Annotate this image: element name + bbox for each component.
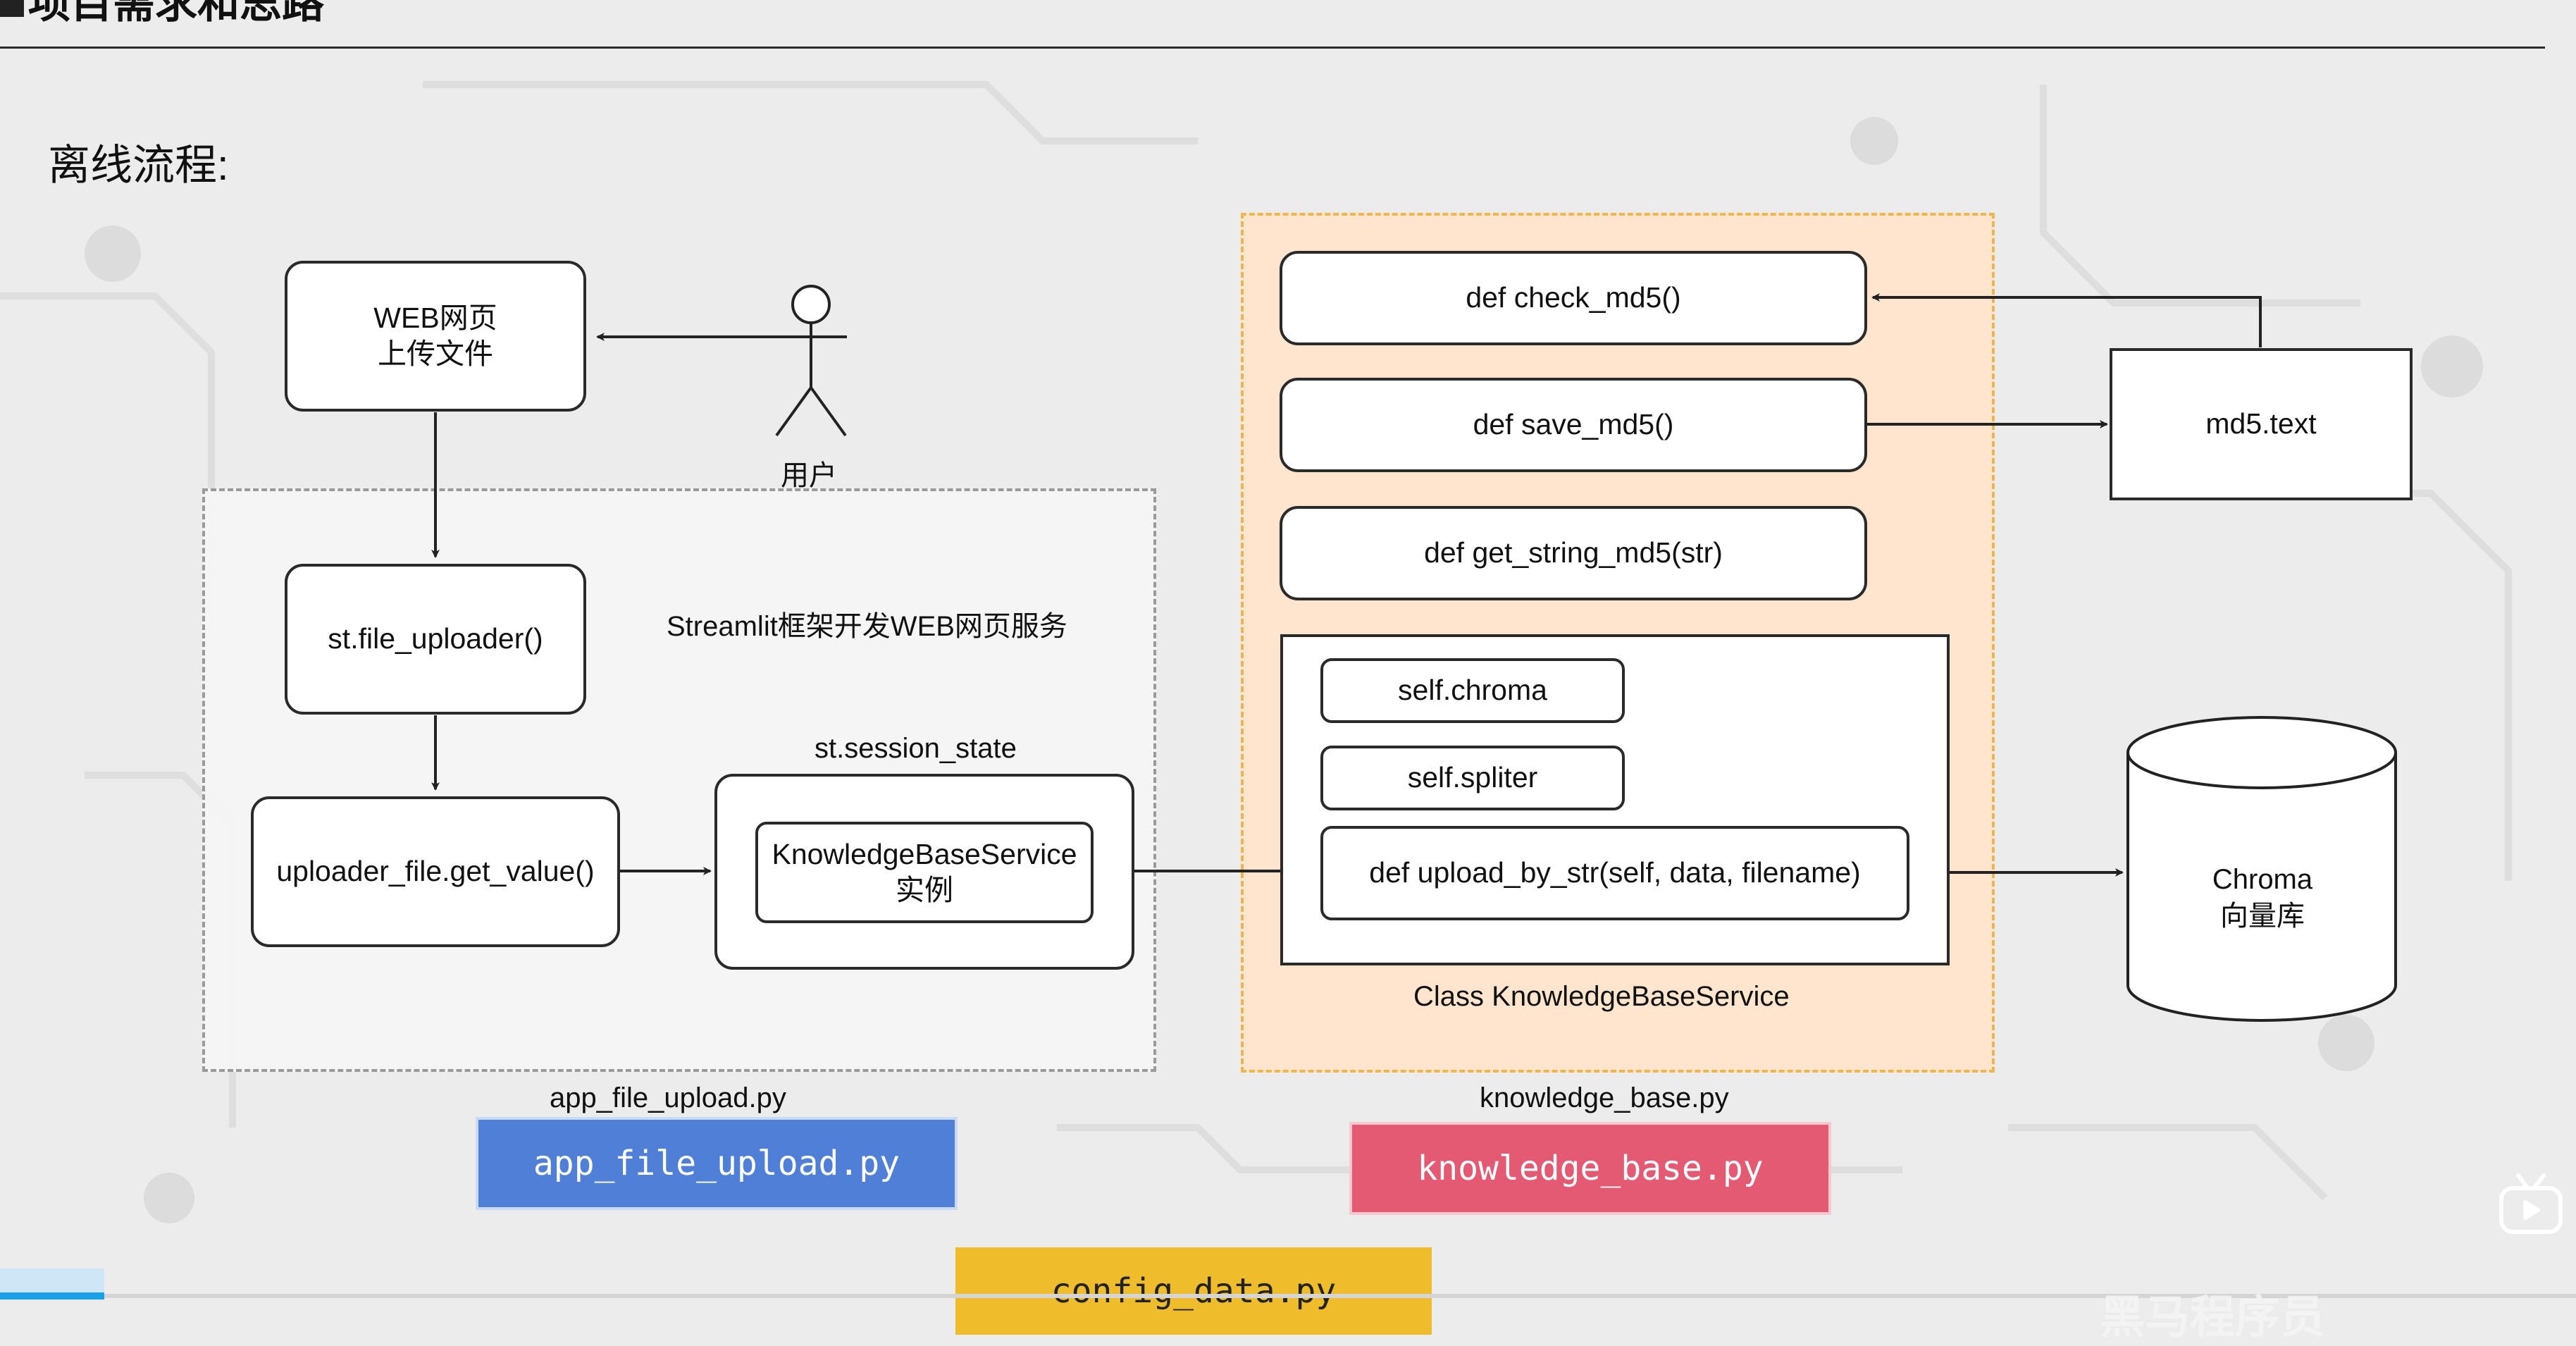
user-stick-figure-icon [775, 285, 847, 437]
streamlit-note: Streamlit框架开发WEB网页服务 [667, 611, 1067, 642]
get-value-box: uploader_file.get_value() [251, 796, 620, 947]
section-subtitle: 离线流程: [48, 142, 229, 189]
tv-icon[interactable] [2494, 1170, 2568, 1243]
title-bar-icon [0, 0, 24, 18]
save-md5-box: def save_md5() [1280, 378, 1867, 472]
arrow-md5-to-check [1871, 293, 2262, 347]
web-page-line1: WEB网页 [373, 301, 497, 334]
web-page-line2: 上传文件 [378, 338, 493, 370]
kbs-instance-line2: 实例 [896, 874, 953, 906]
config-data-tag[interactable]: config_data.py [955, 1247, 1432, 1335]
md5-text-box: md5.text [2110, 348, 2413, 500]
slide-title-text: 项目需求和思路 [28, 0, 324, 27]
self-spliter-box: self.spliter [1320, 746, 1625, 810]
get-string-md5-box: def get_string_md5(str) [1280, 506, 1867, 600]
chroma-line1: Chroma [2212, 864, 2313, 895]
app-file-label: app_file_upload.py [550, 1082, 786, 1113]
slide-title: 项目需求和思路 [0, 0, 324, 30]
app-file-upload-tag[interactable]: app_file_upload.py [478, 1120, 955, 1207]
file-uploader-box: st.file_uploader() [285, 564, 586, 715]
knowledge-file-label: knowledge_base.py [1480, 1082, 1729, 1113]
kbs-instance-line1: KnowledgeBaseService [772, 837, 1077, 870]
progress-track[interactable] [0, 1294, 2576, 1298]
class-label: Class KnowledgeBaseService [1413, 981, 1790, 1012]
upload-by-str-box: def upload_by_str(self, data, filename) [1320, 826, 1909, 920]
user-label: 用户 [781, 460, 837, 491]
progress-fill[interactable] [0, 1292, 104, 1299]
knowledge-base-tag[interactable]: knowledge_base.py [1352, 1125, 1828, 1212]
chroma-line2: 向量库 [2220, 901, 2305, 932]
progress-buffer [0, 1268, 104, 1292]
watermark-text: 黑马程序员 [2100, 1292, 2325, 1342]
title-divider [0, 47, 2545, 49]
chroma-cylinder-icon [2126, 716, 2397, 1022]
self-chroma-box: self.chroma [1320, 658, 1625, 723]
chroma-label: Chroma 向量库 [2125, 861, 2400, 934]
web-page-box: WEB网页 上传文件 [285, 261, 586, 412]
check-md5-box: def check_md5() [1280, 251, 1867, 345]
kbs-instance-box: KnowledgeBaseService 实例 [755, 822, 1094, 923]
session-state-label: st.session_state [815, 733, 1017, 764]
